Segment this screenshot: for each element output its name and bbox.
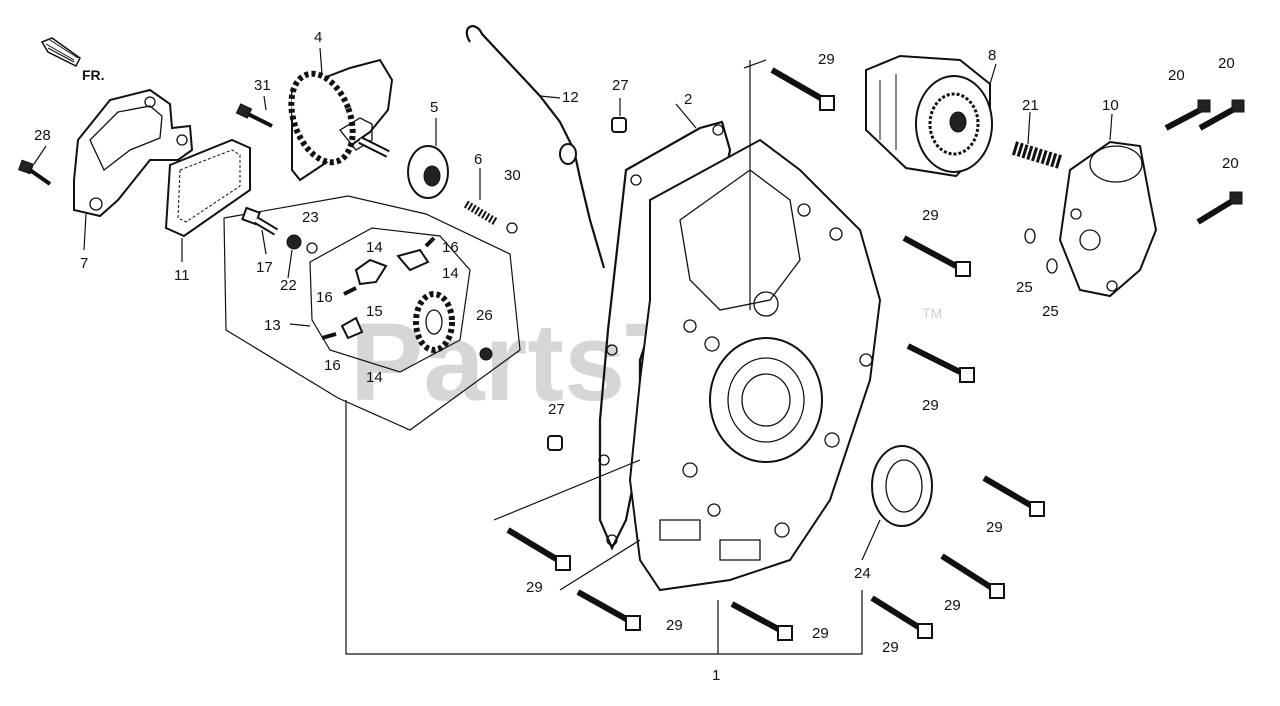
part-28-bolt	[18, 159, 52, 186]
callout-20a: 20	[1168, 67, 1185, 84]
part-26-nut	[479, 347, 493, 361]
part-25-washer	[1024, 228, 1036, 244]
callout-4: 4	[314, 29, 322, 46]
callout-labels: 1 2 4 5 6 7 8 10 11 12 13 14 14 14 15 16…	[34, 29, 1239, 684]
callout-12: 12	[562, 89, 579, 106]
part-29-bolt	[576, 589, 641, 631]
part-31-bolt	[235, 103, 273, 128]
callout-22: 22	[280, 277, 297, 294]
callout-16c: 16	[324, 357, 341, 374]
part-1-crankcase-cover	[628, 138, 882, 592]
callout-20c: 20	[1222, 155, 1239, 172]
part-29-bolt	[902, 235, 971, 277]
callout-27a: 27	[612, 77, 629, 94]
callout-8: 8	[988, 47, 996, 64]
callout-29g: 29	[812, 625, 829, 642]
part-6-spring	[463, 200, 499, 226]
part-12-dipstick	[465, 25, 606, 269]
callout-16b: 16	[316, 289, 333, 306]
callout-29f: 29	[882, 639, 899, 656]
callout-25a: 25	[1016, 279, 1033, 296]
part-2-gasket	[598, 120, 732, 551]
callout-29h: 29	[666, 617, 683, 634]
part-29-bolt	[906, 343, 975, 383]
part-29-bolt	[982, 475, 1045, 517]
part-30-o-ring	[506, 222, 518, 234]
part-11-screen	[164, 138, 251, 238]
callout-30: 30	[504, 167, 521, 184]
part-29-bolt	[506, 527, 571, 571]
oil-pump-assembly-outline	[223, 195, 521, 431]
part-14-clips	[340, 248, 430, 340]
part-7-bracket	[73, 88, 194, 218]
part-27-dowel	[547, 435, 563, 451]
part-16-pins	[321, 236, 436, 340]
callout-14a: 14	[366, 239, 383, 256]
callout-29c: 29	[922, 397, 939, 414]
callout-28: 28	[34, 127, 51, 144]
part-29-bolt	[770, 67, 835, 111]
callout-11: 11	[174, 267, 190, 284]
callout-7: 7	[80, 255, 88, 272]
callout-5: 5	[430, 99, 438, 116]
front-direction-arrow-icon: FR.	[40, 37, 105, 83]
part-17-pin	[241, 206, 279, 236]
callout-14b: 14	[442, 265, 459, 282]
part-25-washer	[1046, 258, 1058, 274]
callout-10: 10	[1102, 97, 1119, 114]
part-24-oil-seal	[871, 445, 933, 527]
callout-20b: 20	[1218, 55, 1235, 72]
part-8-oil-filter	[865, 54, 993, 178]
callout-24: 24	[854, 565, 871, 582]
callout-26: 26	[476, 307, 493, 324]
part-23-washer	[306, 242, 318, 254]
part-22-nut	[286, 234, 302, 250]
callout-23: 23	[302, 209, 319, 226]
part-29-bolt	[730, 601, 793, 641]
callout-29e: 29	[944, 597, 961, 614]
part-15-gear	[413, 291, 455, 353]
front-direction-label: FR.	[82, 67, 105, 83]
callout-13: 13	[264, 317, 281, 334]
part-29-bolt	[870, 595, 933, 639]
part-10-filter-base	[1058, 140, 1158, 298]
part-27-dowel	[611, 117, 627, 133]
callout-29b: 29	[922, 207, 939, 224]
callout-6: 6	[474, 151, 482, 168]
part-21-nipple	[1011, 141, 1063, 169]
callout-29a: 29	[818, 51, 835, 68]
callout-29i: 29	[526, 579, 543, 596]
callout-1: 1	[712, 667, 720, 684]
part-5-rotor	[407, 145, 449, 199]
callout-16a: 16	[442, 239, 459, 256]
callout-25b: 25	[1042, 303, 1059, 320]
part-29-bolt	[940, 553, 1005, 599]
part-20-bolt	[1164, 99, 1211, 131]
callout-21: 21	[1022, 97, 1039, 114]
callout-29d: 29	[986, 519, 1003, 536]
part-20-bolt	[1196, 191, 1243, 225]
leader-lines	[33, 47, 1113, 655]
callout-2: 2	[684, 91, 692, 108]
callout-31: 31	[254, 77, 271, 94]
callout-14c: 14	[366, 369, 383, 386]
part-20-bolt	[1198, 99, 1245, 131]
part-4-oil-pump-gear	[288, 58, 394, 182]
watermark-trademark: TM	[922, 305, 942, 321]
callout-27b: 27	[548, 401, 565, 418]
callout-17: 17	[256, 259, 273, 276]
callout-15: 15	[366, 303, 383, 320]
